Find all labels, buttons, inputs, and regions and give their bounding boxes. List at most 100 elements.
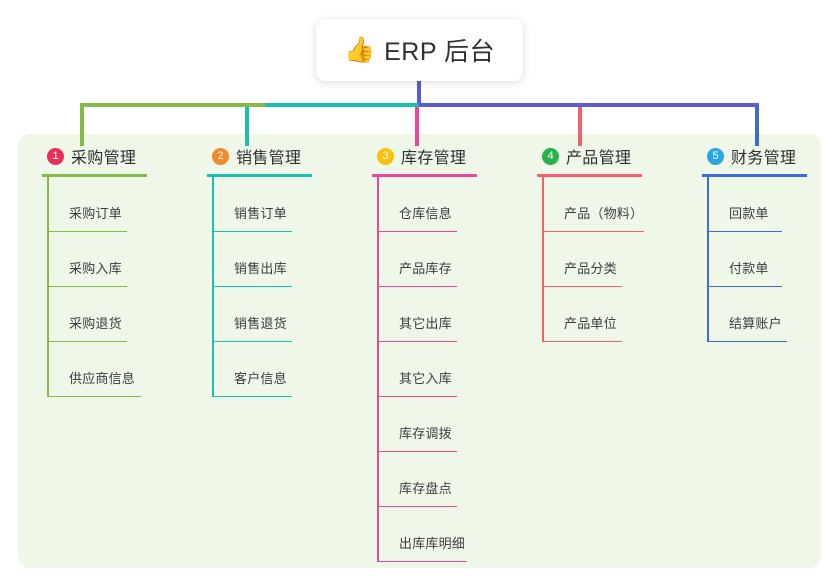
trunk-connector [417, 78, 421, 105]
list-item-rule [379, 560, 467, 562]
list-item-rule [214, 285, 292, 287]
list-item-label: 采购退货 [69, 316, 122, 331]
column-sales: 2 销售管理销售订单销售出库销售退货客户信息 [207, 144, 312, 397]
column-header-rule-inventory [372, 174, 477, 177]
column-inventory: 3 库存管理仓库信息产品库存其它出库其它入库库存调拨库存盘点出库库明细 [372, 144, 477, 562]
list-item-rule [709, 285, 782, 287]
list-item[interactable]: 产品（物料） [542, 177, 644, 232]
column-spine-sales [212, 177, 214, 397]
list-item[interactable]: 产品分类 [542, 232, 642, 287]
column-items-finance: 回款单付款单结算账户 [702, 177, 807, 342]
thumbs-up-icon: 👍 [343, 35, 376, 64]
list-item[interactable]: 回款单 [707, 177, 807, 232]
list-item[interactable]: 库存盘点 [377, 452, 477, 507]
diagram-panel [18, 134, 821, 568]
list-item-rule [379, 230, 457, 232]
list-item-label: 采购入库 [69, 261, 122, 276]
list-item-label: 产品单位 [564, 316, 617, 331]
list-item-rule [379, 505, 457, 507]
column-header-rule-purchase [42, 174, 147, 177]
list-item[interactable]: 销售出库 [212, 232, 312, 287]
list-item-label: 供应商信息 [69, 371, 136, 386]
column-product: 4 产品管理产品（物料） 产品分类产品单位 [537, 144, 644, 342]
root-node-card[interactable]: 👍 ERP 后台 [316, 19, 523, 81]
list-item-label: 其它出库 [399, 316, 452, 331]
list-item[interactable]: 出库库明细 [377, 507, 477, 562]
list-item-rule [49, 340, 127, 342]
list-item-rule [379, 450, 457, 452]
list-item-rule [49, 395, 141, 397]
drop-sales [245, 103, 249, 146]
list-item-rule [379, 395, 457, 397]
column-badge-product: 4 [542, 147, 559, 165]
column-title-sales: 销售管理 [236, 150, 302, 167]
column-header-sales[interactable]: 2 销售管理 [207, 144, 312, 168]
drop-purchase [80, 103, 84, 146]
list-item-rule [544, 230, 644, 232]
list-item[interactable]: 采购入库 [47, 232, 147, 287]
list-item-label: 仓库信息 [399, 206, 452, 221]
list-item[interactable]: 付款单 [707, 232, 807, 287]
drop-finance [755, 103, 759, 146]
list-item-rule [544, 285, 622, 287]
list-item-rule [49, 230, 127, 232]
list-item[interactable]: 产品单位 [542, 287, 642, 342]
list-item-rule [709, 230, 782, 232]
column-header-rule-product [537, 174, 642, 177]
list-item[interactable]: 客户信息 [212, 342, 312, 397]
list-item[interactable]: 销售退货 [212, 287, 312, 342]
list-item[interactable]: 采购退货 [47, 287, 147, 342]
list-item[interactable]: 销售订单 [212, 177, 312, 232]
root-node-title: ERP 后台 [384, 38, 496, 66]
list-item-label: 结算账户 [729, 316, 782, 331]
list-item[interactable]: 供应商信息 [47, 342, 147, 397]
list-item-label: 销售出库 [234, 261, 287, 276]
column-badge-inventory: 3 [377, 147, 394, 165]
column-items-purchase: 采购订单采购入库采购退货供应商信息 [42, 177, 147, 397]
column-header-product[interactable]: 4 产品管理 [537, 144, 642, 168]
column-badge-sales: 2 [212, 147, 229, 165]
list-item[interactable]: 其它入库 [377, 342, 477, 397]
list-item[interactable]: 产品库存 [377, 232, 477, 287]
column-spine-purchase [47, 177, 49, 397]
column-title-inventory: 库存管理 [401, 150, 467, 167]
list-item-label: 采购订单 [69, 206, 122, 221]
list-item-label: 销售订单 [234, 206, 287, 221]
list-item-label: 出库库明细 [399, 536, 466, 551]
list-item-label: 库存调拨 [399, 426, 452, 441]
column-spine-inventory [377, 177, 379, 562]
bus-teal [265, 103, 419, 107]
list-item-rule [49, 285, 127, 287]
drop-inventory [415, 103, 419, 146]
list-item-label: 其它入库 [399, 371, 452, 386]
list-item-label: 付款单 [729, 261, 769, 276]
column-items-sales: 销售订单销售出库销售退货客户信息 [207, 177, 312, 397]
column-badge-finance: 5 [707, 147, 724, 165]
list-item[interactable]: 其它出库 [377, 287, 477, 342]
list-item[interactable]: 仓库信息 [377, 177, 477, 232]
list-item[interactable]: 库存调拨 [377, 397, 477, 452]
list-item-rule [379, 340, 457, 342]
column-title-purchase: 采购管理 [71, 150, 137, 167]
list-item-label: 回款单 [729, 206, 769, 221]
column-header-inventory[interactable]: 3 库存管理 [372, 144, 477, 168]
list-item-label: 产品库存 [399, 261, 452, 276]
list-item-label: 产品（物料） [564, 206, 644, 221]
column-items-inventory: 仓库信息产品库存其它出库其它入库库存调拨库存盘点出库库明细 [372, 177, 477, 562]
bus-green [80, 103, 265, 107]
bus-blue [419, 103, 759, 107]
column-spine-product [542, 177, 544, 342]
column-header-rule-sales [207, 174, 312, 177]
list-item-rule [379, 285, 457, 287]
list-item-rule [214, 395, 292, 397]
list-item[interactable]: 结算账户 [707, 287, 807, 342]
list-item-label: 销售退货 [234, 316, 287, 331]
column-items-product: 产品（物料） 产品分类产品单位 [537, 177, 644, 342]
drop-product [578, 103, 582, 146]
column-title-product: 产品管理 [566, 150, 632, 167]
list-item[interactable]: 采购订单 [47, 177, 147, 232]
